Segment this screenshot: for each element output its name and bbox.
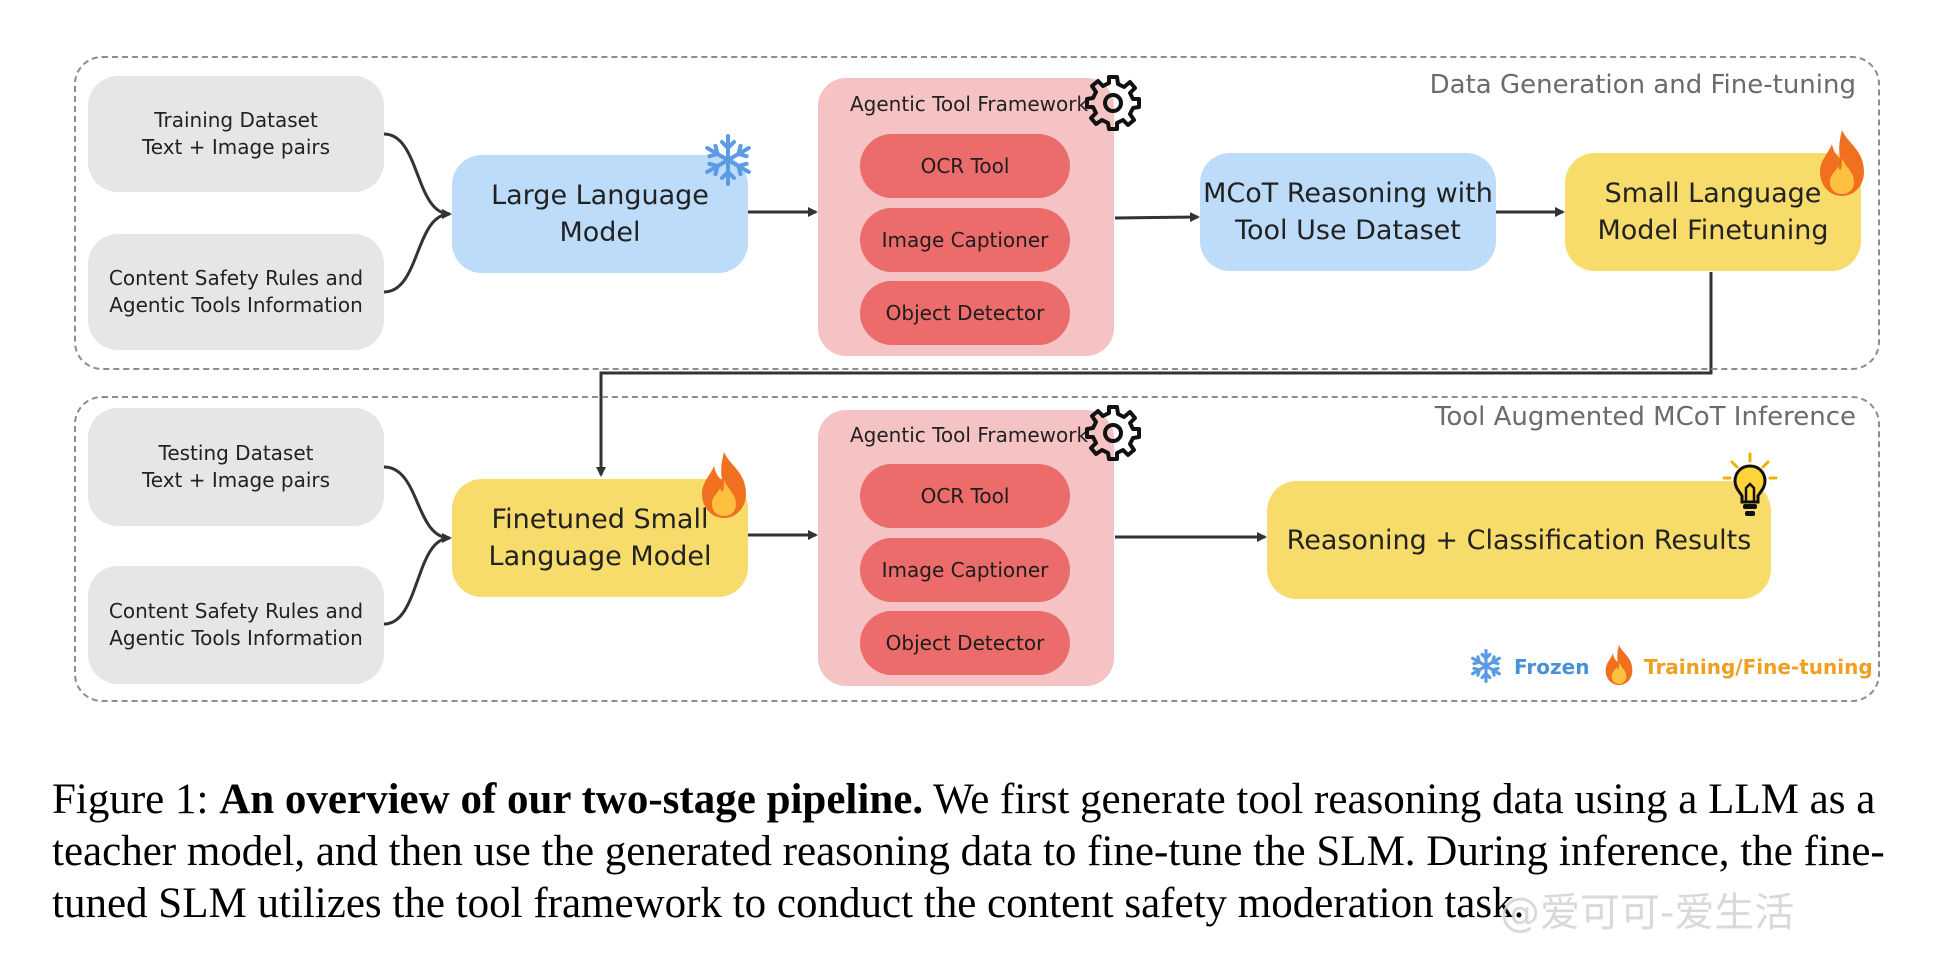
arrow-framework-to-dataset xyxy=(1114,212,1200,223)
caption-bold: An overview of our two-stage pipeline. xyxy=(219,776,924,823)
legend-training: Training/Fine-tuning xyxy=(1644,655,1873,679)
arrow-testing-to-finetuned xyxy=(383,465,451,540)
arrow-training-to-llm xyxy=(383,132,451,216)
slm-finetuning-box: Small Language Model Finetuning xyxy=(1565,153,1861,271)
llm-box: Large Language Model xyxy=(452,155,748,273)
snowflake-icon xyxy=(700,132,756,188)
mcot-dataset-box: MCoT Reasoning with Tool Use Dataset xyxy=(1200,153,1496,271)
image-captioner-tool: Image Captioner xyxy=(860,208,1070,272)
legend-frozen: Frozen xyxy=(1514,655,1590,679)
flame-icon xyxy=(1602,642,1636,688)
slm-finetuning-line2: Model Finetuning xyxy=(1597,215,1829,246)
object-detector-tool-2: Object Detector xyxy=(860,611,1070,675)
safety-rules-box: Content Safety Rules and Agentic Tools I… xyxy=(88,234,384,350)
safety-rules-box-2: Content Safety Rules and Agentic Tools I… xyxy=(88,566,384,684)
training-dataset-box: Training Dataset Text + Image pairs xyxy=(88,76,384,192)
framework-title-2: Agentic Tool Framework xyxy=(850,423,1089,447)
finetuned-slm-box: Finetuned Small Language Model xyxy=(452,479,748,597)
snowflake-icon xyxy=(1468,648,1504,684)
safety-rules2-line2: Agentic Tools Information xyxy=(109,626,363,650)
gear-icon xyxy=(1084,404,1142,462)
arrow-rules-to-llm xyxy=(383,209,452,294)
flame-icon xyxy=(696,450,752,520)
caption-label: Figure 1: xyxy=(52,776,209,823)
slm-finetuning-line1: Small Language xyxy=(1604,178,1822,209)
watermark: @爱可可-爱生活 xyxy=(1500,890,1795,936)
flame-icon xyxy=(1814,128,1870,198)
llm-line1: Large Language xyxy=(491,180,709,211)
ocr-tool: OCR Tool xyxy=(860,134,1070,198)
stage2-title: Tool Augmented MCoT Inference xyxy=(1434,402,1856,432)
training-dataset-line2: Text + Image pairs xyxy=(141,135,331,159)
results-box: Reasoning + Classification Results xyxy=(1267,481,1771,599)
finetuned-slm-line2: Language Model xyxy=(488,541,712,572)
caption-text: We first generate tool reasoning data us… xyxy=(52,776,1885,927)
image-captioner-tool-2: Image Captioner xyxy=(860,538,1070,602)
testing-dataset-box: Testing Dataset Text + Image pairs xyxy=(88,408,384,526)
mcot-dataset-line1: MCoT Reasoning with xyxy=(1203,178,1493,209)
results-label: Reasoning + Classification Results xyxy=(1286,524,1752,556)
gear-icon xyxy=(1084,74,1142,132)
safety-rules-line1: Content Safety Rules and xyxy=(108,266,364,290)
stage2-section xyxy=(74,396,1880,702)
object-detector-tool: Object Detector xyxy=(860,281,1070,345)
safety-rules2-line1: Content Safety Rules and xyxy=(108,599,364,623)
arrow-slm-to-finetuned xyxy=(596,272,1713,477)
framework-title: Agentic Tool Framework xyxy=(850,92,1089,116)
lightbulb-icon xyxy=(1718,452,1782,520)
finetuned-slm-line1: Finetuned Small xyxy=(491,504,709,535)
ocr-tool-2: OCR Tool xyxy=(860,464,1070,528)
figure-caption: Figure 1: An overview of our two-stage p… xyxy=(52,774,1912,930)
testing-dataset-line1: Testing Dataset xyxy=(158,441,314,465)
stage1-section xyxy=(74,56,1880,370)
testing-dataset-line2: Text + Image pairs xyxy=(141,468,331,492)
arrow-rules2-to-finetuned xyxy=(383,533,452,626)
stage1-title: Data Generation and Fine-tuning xyxy=(1429,70,1856,100)
llm-line2: Model xyxy=(559,217,641,248)
safety-rules-line2: Agentic Tools Information xyxy=(109,293,363,317)
mcot-dataset-line2: Tool Use Dataset xyxy=(1235,215,1461,246)
training-dataset-line1: Training Dataset xyxy=(154,108,318,132)
